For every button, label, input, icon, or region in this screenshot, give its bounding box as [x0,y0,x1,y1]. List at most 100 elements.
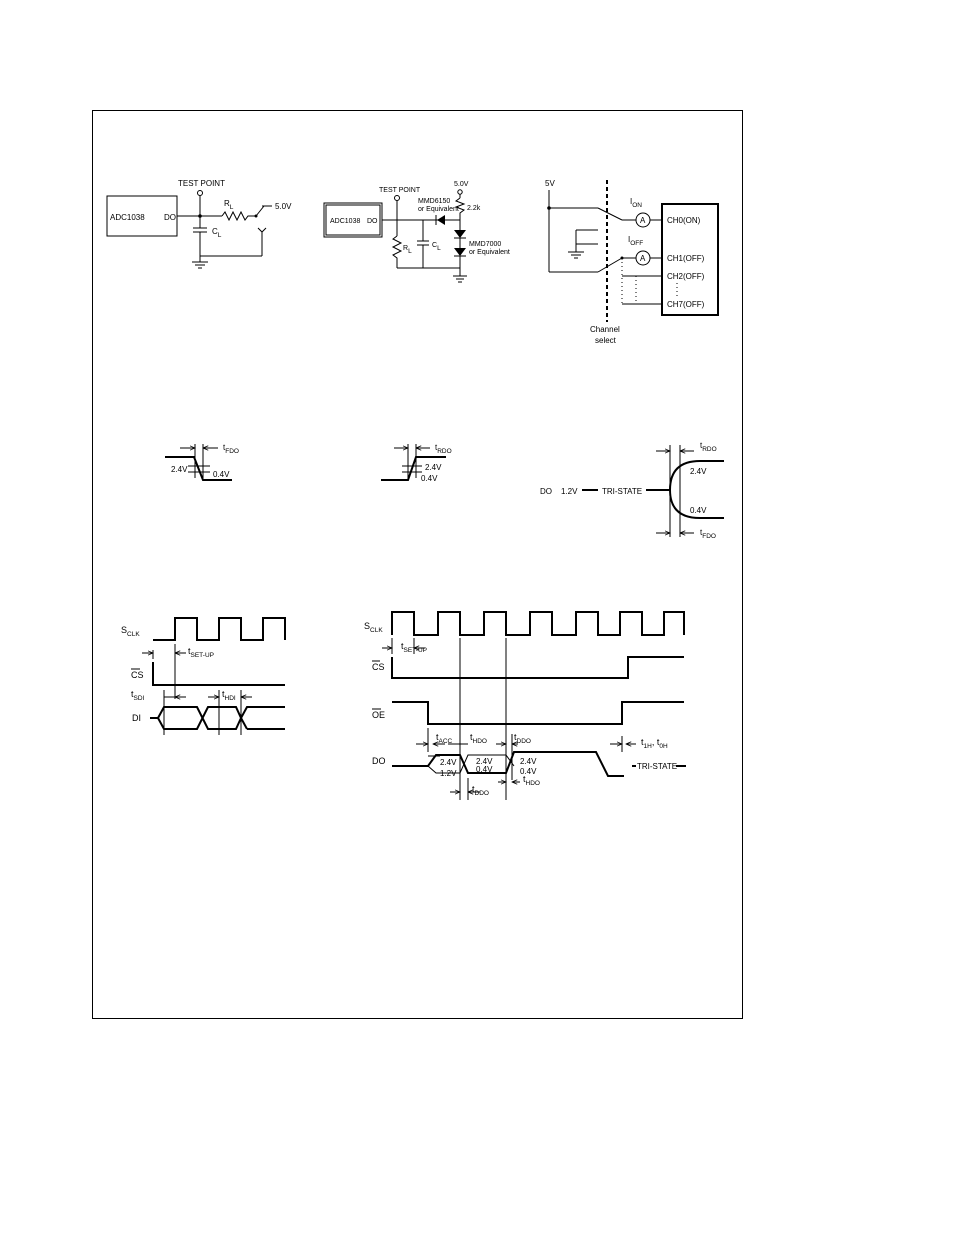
rl-resistor [391,235,403,268]
do-waveform [392,751,624,777]
chip-label: ADC1038 [330,218,360,225]
oe-waveform [392,701,684,725]
sclk-label: SCLK [121,625,140,638]
diode2-name: MMD7000 [469,241,501,248]
cl-label: CL [432,242,441,252]
i-on-label: ION [630,197,642,209]
channel-select-label-2: select [595,336,617,345]
chip-label: ADC1038 [110,213,145,222]
test-point-label: TEST POINT [379,187,421,194]
do-label: DO [372,756,386,766]
timing-rise-rdo: tRDO 2.4V 0.4V [381,443,452,483]
oe-label: OE [372,710,385,720]
resistor-2k2 [454,197,466,220]
v-mid-label: 1.2V [561,487,578,496]
supply-node [457,189,463,195]
cs-label: CS [372,662,385,672]
tristate-label: TRI-STATE [602,487,642,496]
supply-label: 5V [545,179,555,188]
ch2-label: CH2(OFF) [667,272,705,281]
t-rdo-label: tRDO [700,441,717,453]
cs-waveform [391,656,684,679]
t-acc-label: tACC [436,732,453,745]
di-label: DI [132,713,141,723]
rl-label: RL [403,245,412,255]
v04-label-b: 0.4V [476,765,493,774]
test-point-node [394,195,400,201]
cs-label: CS [131,670,144,680]
leakage-test-circuit: 5V A ION A IOFF CH0(ON) CH1(OF [545,179,719,345]
sclk-waveform [153,617,286,641]
rl-resistor [221,210,256,222]
di-data-eye [156,706,243,730]
sclk-waveform [391,611,685,636]
v-high-label: 2.4V [690,467,707,476]
diode-mmd7000-b-icon [454,248,466,256]
t-hdi-label: tHDI [222,689,236,702]
channel-select-label-1: Channel [590,325,620,334]
v24-label-a: 2.4V [440,758,457,767]
ch7-label: CH7(OFF) [667,300,705,309]
t-hdo-lower-label: tHDO [523,774,540,787]
do-pin-label: DO [164,213,176,222]
rl-label: RL [224,199,234,211]
t-ddo-label: tDDO [514,732,531,745]
switch-contact [257,227,267,233]
supply-label: 5.0V [454,181,469,188]
supply-label: 5.0V [275,202,292,211]
ground-icon [192,261,208,269]
v12-label: 1.2V [440,769,457,778]
test-circuit-a: ADC1038 DO TEST POINT CL RL 5.0V [106,179,292,269]
svg-text:A: A [640,216,646,225]
switch-arm [255,205,265,217]
diode2-note: or Equivalent [469,249,510,256]
ch1-label: CH1(OFF) [667,254,705,263]
timing-input-di: SCLK CS tSET-UP tSDI tHDI DI [121,617,286,735]
do-pin-label: DO [367,218,378,225]
cs-waveform [152,662,285,686]
rising-waveform [381,456,446,481]
v04-label-c: 0.4V [520,767,537,776]
v-low-label: 0.4V [690,506,707,515]
t-hdo-label: tHDO [470,732,487,745]
ch0-label: CH0(ON) [667,216,701,225]
resistor-label: 2.2k [467,205,481,212]
timing-output-do: SCLK tSET-UP CS OE tACC tHDO tDDO t1H, t… [364,611,686,800]
switch-arm-on [597,207,623,221]
t-fdo-label: tFDO [223,443,239,455]
v24-label-b: 2.4V [476,757,493,766]
diode-mmd6150-icon [437,215,445,225]
tristate-label: TRI-STATE [637,762,677,771]
switch-arm-off [597,257,623,273]
i-off-label: IOFF [628,235,643,247]
sclk-label: SCLK [364,621,383,634]
v-high-label: 2.4V [171,465,188,474]
diode1-note: or Equivalent [418,206,459,213]
mux-chip-box [661,203,719,316]
t-1h-0h-label: t1H, t0H [641,737,668,750]
v-low-label: 0.4V [421,474,438,483]
diode1-name: MMD6150 [418,198,450,205]
t-rdo-label: tRDO [435,443,452,455]
timing-tristate: DO 1.2V TRI-STATE tRDO 2.4V 0.4V tFDO [540,441,724,540]
t-fdo-label: tFDO [700,528,716,540]
do-label: DO [540,487,552,496]
t-setup-label: tSET-UP [401,641,427,654]
cl-label: CL [212,227,222,239]
t-sdi-label: tSDI [131,689,145,702]
falling-waveform [165,456,232,481]
t-setup-label: tSET-UP [188,646,214,659]
ground-icon [453,275,467,283]
t-ddo-lower-label: tDDO [472,784,489,797]
ground-icon [568,251,584,259]
v24-label-c: 2.4V [520,757,537,766]
timing-fall-fdo: tFDO 2.4V 0.4V [165,443,239,481]
test-circuit-b: ADC1038 DO TEST POINT RL CL MMD6150 or E… [323,181,510,283]
test-point-node [197,190,203,196]
figure-frame [92,110,743,1019]
test-point-label: TEST POINT [178,179,225,188]
v-low-label: 0.4V [213,470,230,479]
v-high-label: 2.4V [425,463,442,472]
diode-mmd7000-a-icon [454,230,466,238]
